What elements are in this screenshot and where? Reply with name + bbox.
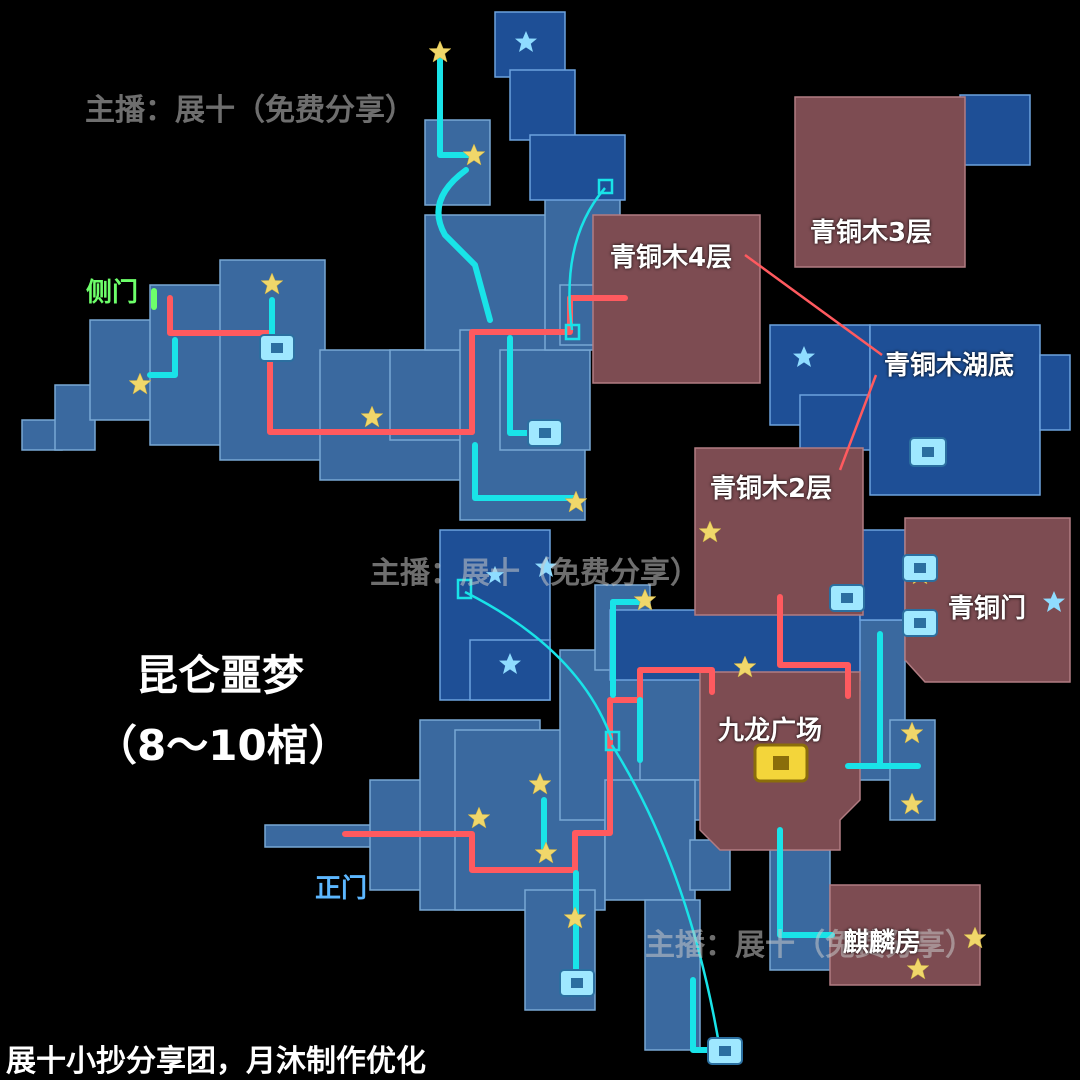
treasure-chest-icon bbox=[902, 609, 938, 637]
map-subtitle: （8～10棺） bbox=[95, 721, 351, 770]
watermark-bottom: 主播：展十（免费分享） bbox=[645, 928, 975, 963]
floor-dark-blue-areas bbox=[439, 11, 1071, 701]
bronze-tree-3-label: 青铜木3层 bbox=[810, 218, 933, 248]
bronze-tree-2-label: 青铜木2层 bbox=[710, 474, 833, 504]
route-cyan bbox=[147, 52, 921, 1053]
side-gate-marker bbox=[151, 288, 157, 310]
bronze-gate-label: 青铜门 bbox=[948, 594, 1027, 624]
main-gate-label: 正门 bbox=[315, 874, 368, 904]
treasure-chest-icon bbox=[559, 969, 595, 997]
label-connectors bbox=[744, 253, 883, 471]
treasure-chest-icon bbox=[829, 584, 865, 612]
treasure-chest-icon bbox=[902, 554, 938, 582]
bronze-tree-4-label: 青铜木4层 bbox=[610, 243, 733, 273]
watermark-top: 主播：展十（免费分享） bbox=[85, 93, 415, 128]
qilin-room-label: 麒麟房 bbox=[843, 928, 922, 958]
treasure-chest-icon bbox=[527, 419, 563, 447]
map-title: 昆仑噩梦 bbox=[135, 651, 304, 700]
watermark-middle: 主播：展十（免费分享） bbox=[370, 556, 700, 591]
side-gate-label: 侧门 bbox=[86, 278, 139, 308]
bronze-tree-lake-label: 青铜木湖底 bbox=[884, 351, 1015, 381]
treasure-chests bbox=[259, 334, 947, 1065]
gold-chest-icon bbox=[753, 743, 809, 783]
route-cyan-thin bbox=[464, 187, 722, 1051]
treasure-chest-icon bbox=[909, 437, 947, 467]
nine-dragon-square-label: 九龙广场 bbox=[718, 716, 823, 746]
treasure-chest-icon bbox=[707, 1037, 743, 1065]
credit-text: 展十小抄分享团，月沐制作优化 bbox=[6, 1044, 426, 1079]
treasure-chest-icon bbox=[259, 334, 295, 362]
waypoint-markers bbox=[456, 178, 621, 752]
